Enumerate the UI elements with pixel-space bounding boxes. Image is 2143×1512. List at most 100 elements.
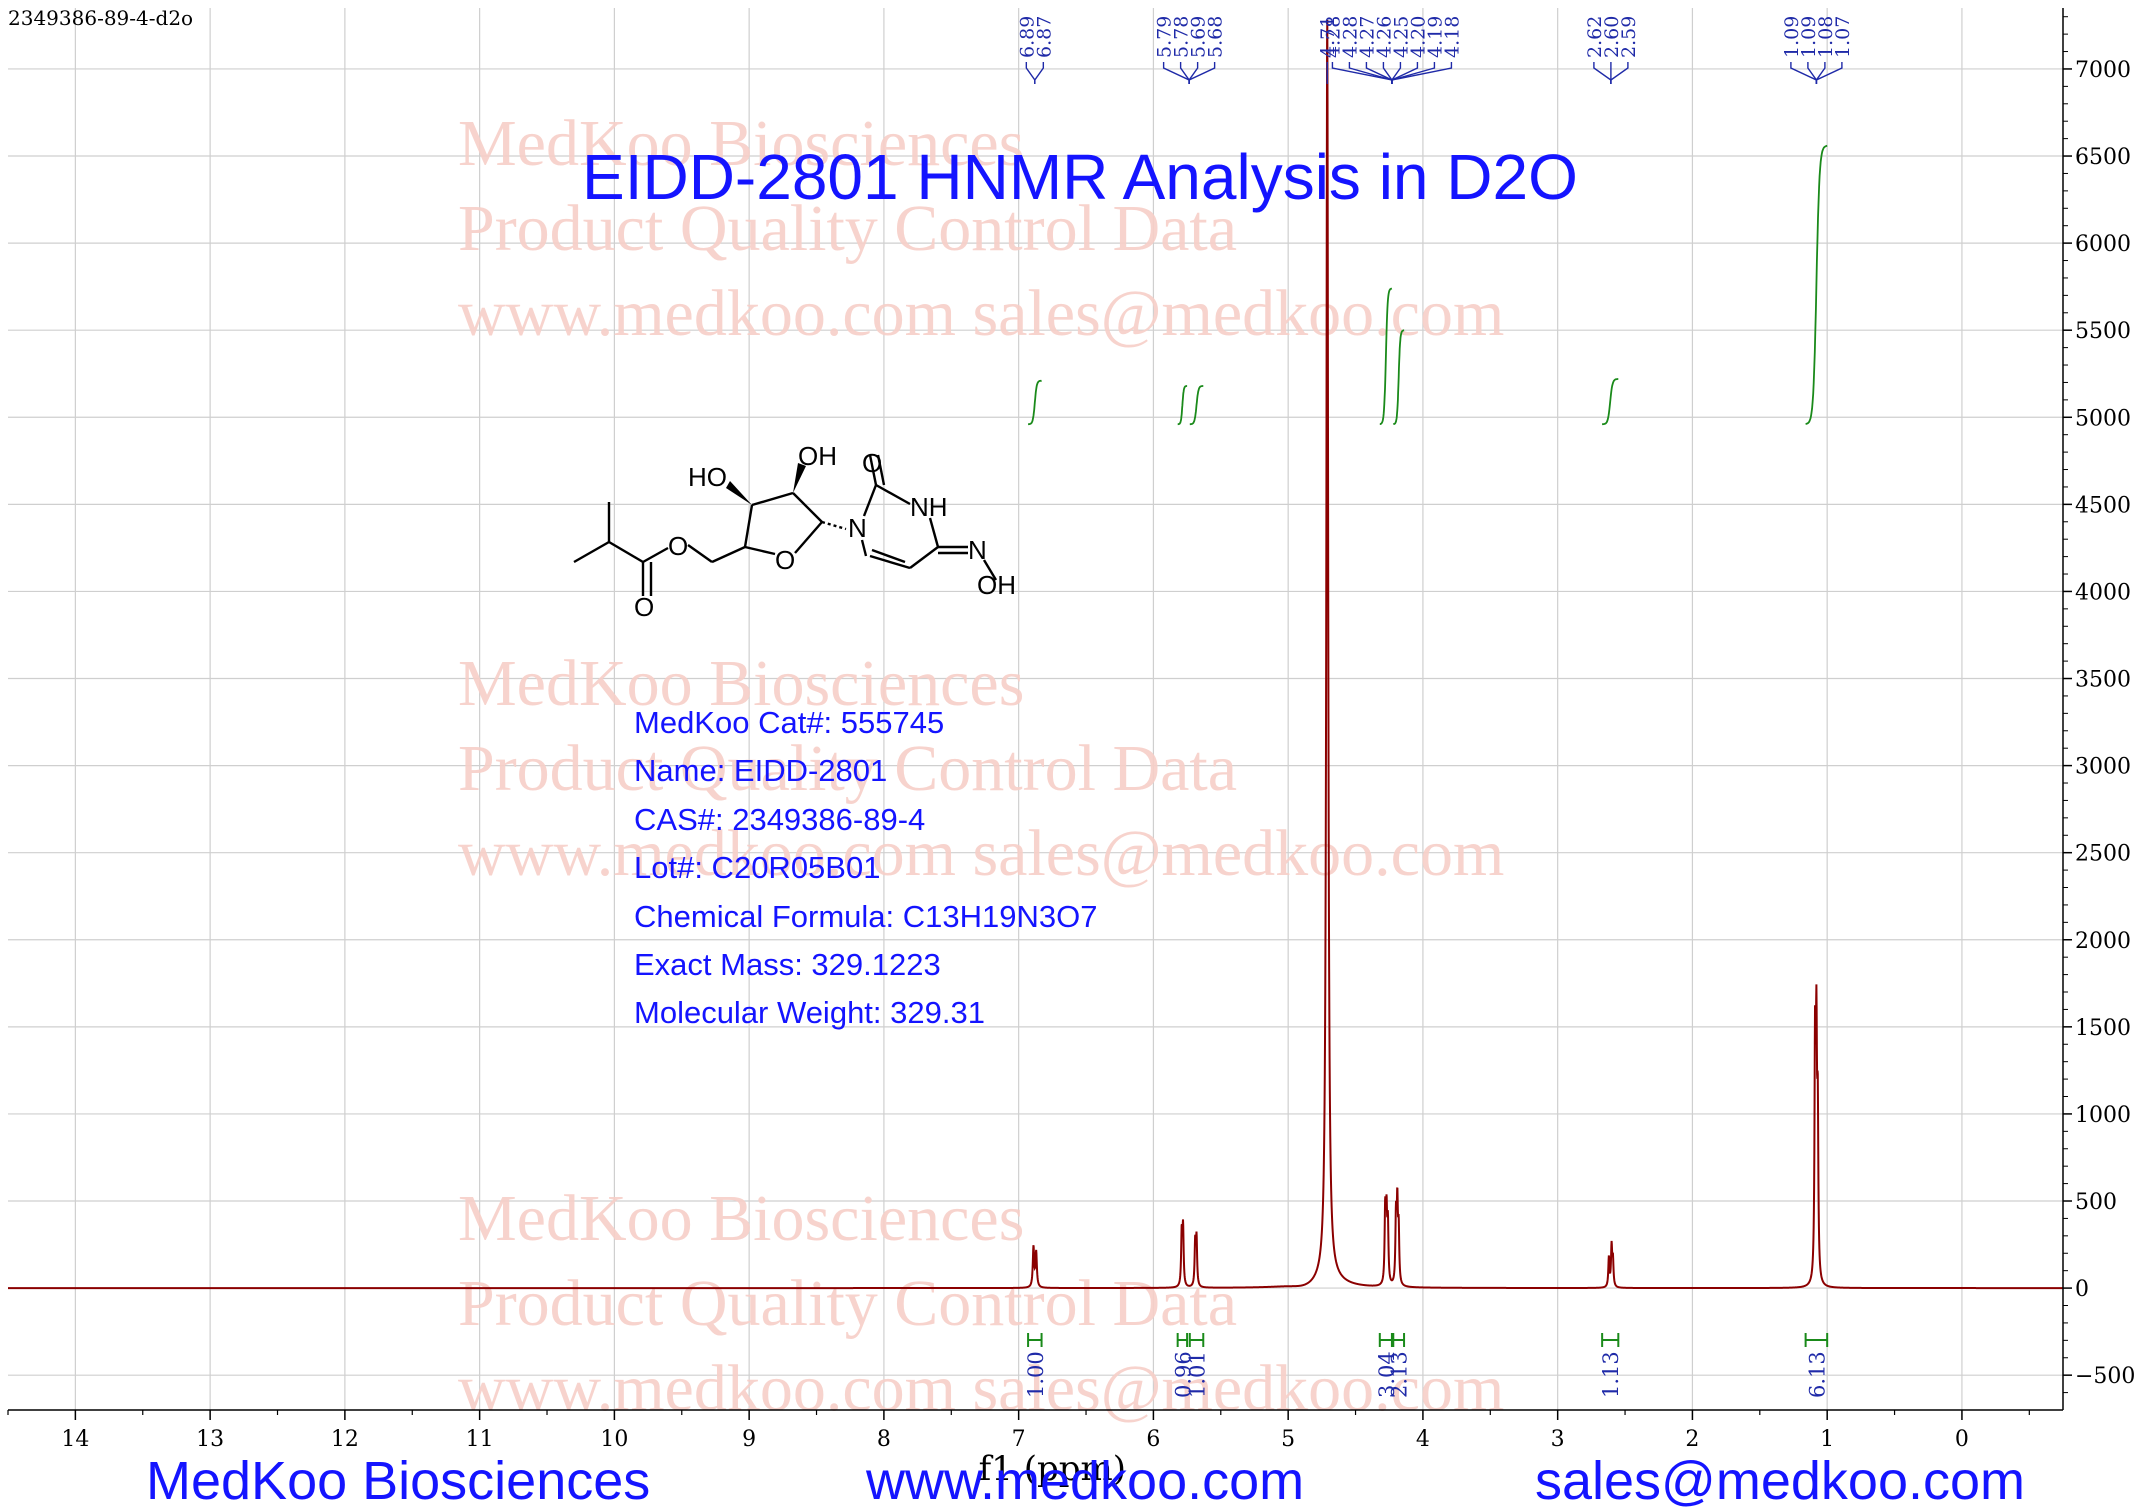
- integral-value-label: 6.13: [1805, 1351, 1829, 1398]
- peak-label: 4.28: [1322, 16, 1344, 58]
- y-tick-label: 7000: [2075, 58, 2131, 83]
- info-cas: CAS#: 2349386-89-4: [634, 802, 926, 837]
- peak-label: 1.09: [1781, 16, 1803, 58]
- peak-label: 5.68: [1205, 16, 1227, 58]
- peak-label: 4.27: [1356, 16, 1378, 58]
- y-tick-label: 1500: [2075, 1016, 2131, 1041]
- y-tick-label: −500: [2075, 1364, 2135, 1389]
- peak-label: 4.18: [1441, 16, 1463, 58]
- y-tick-label: 2500: [2075, 842, 2131, 867]
- integral-curve: [1805, 144, 1828, 425]
- peak-label-leader: [1807, 62, 1818, 84]
- peak-label: 2.60: [1601, 16, 1623, 58]
- x-tick-label: 13: [196, 1427, 224, 1452]
- x-tick-label: 14: [61, 1427, 89, 1452]
- info-exact-mass: Exact Mass: 329.1223: [634, 947, 941, 982]
- peak-label-leader: [1382, 62, 1393, 84]
- atom-o-carbonyl-ring: O: [862, 448, 883, 478]
- watermark-text: www.medkoo.com sales@medkoo.com: [458, 817, 1504, 890]
- peak-label: 6.89: [1016, 16, 1038, 58]
- atom-o-carbonyl: O: [634, 592, 655, 622]
- atom-n-oxime: N: [968, 535, 987, 565]
- peak-label: 1.09: [1798, 16, 1820, 58]
- peak-label: 4.19: [1424, 16, 1446, 58]
- peak-label: 5.78: [1171, 16, 1193, 58]
- spectrum-line: [8, 19, 2063, 1290]
- watermark-text: www.medkoo.com sales@medkoo.com: [458, 1352, 1504, 1425]
- info-formula: Chemical Formula: C13H19N3O7: [634, 899, 1098, 934]
- x-axis-label: f1 (ppm): [979, 1449, 1126, 1489]
- peak-label: 4.28: [1339, 16, 1361, 58]
- atom-o-ring: O: [775, 545, 796, 575]
- watermark-text: Product Quality Control Data: [458, 732, 1237, 805]
- peak-label-leader: [1391, 62, 1419, 84]
- integral-curve: [1392, 329, 1405, 426]
- x-tick-label: 9: [742, 1427, 756, 1452]
- file-label: 2349386-89-4-d2o: [8, 6, 194, 30]
- atom-oh-oxime: OH: [977, 570, 1016, 600]
- peak-label-leader: [1188, 62, 1199, 84]
- integral-curve: [1189, 385, 1204, 426]
- y-tick-label: 6000: [2075, 232, 2131, 257]
- y-tick-label: 5000: [2075, 406, 2131, 431]
- x-tick-label: 11: [466, 1427, 494, 1452]
- peak-label-leader: [1815, 62, 1843, 84]
- peak-label-leader: [1391, 62, 1402, 84]
- x-tick-label: 4: [1416, 1427, 1430, 1452]
- y-tick-label: 6500: [2075, 145, 2131, 170]
- info-mw: Molecular Weight: 329.31: [634, 995, 985, 1030]
- peak-label: 4.71: [1317, 16, 1339, 58]
- watermark-text: Product Quality Control Data: [458, 192, 1237, 265]
- atom-nh: NH: [910, 492, 948, 522]
- x-tick-label: 1: [1820, 1427, 1834, 1452]
- watermark-text: MedKoo Biosciences: [458, 647, 1024, 720]
- integral-curve: [1177, 385, 1188, 426]
- y-tick-label: 4500: [2075, 493, 2131, 518]
- integral-value-label: 1.13: [1599, 1351, 1623, 1398]
- integral-value-label: 2.13: [1388, 1351, 1412, 1398]
- y-tick-label: 3500: [2075, 668, 2131, 693]
- y-tick-label: 0: [2075, 1277, 2089, 1302]
- info-cat: MedKoo Cat#: 555745: [634, 705, 945, 740]
- y-tick-label: 500: [2075, 1190, 2117, 1215]
- footer-website: www.medkoo.com: [866, 1451, 1305, 1511]
- peak-label: 1.07: [1832, 16, 1854, 58]
- atom-oh-top: OH: [798, 441, 837, 471]
- peak-label-leader: [1391, 62, 1453, 84]
- peak-label-leader: [1179, 62, 1190, 84]
- peak-label: 6.87: [1033, 16, 1055, 58]
- x-tick-label: 6: [1146, 1427, 1160, 1452]
- peak-label-leader: [1034, 62, 1045, 84]
- peak-label-leader: [1188, 62, 1216, 84]
- peak-label: 1.08: [1815, 16, 1837, 58]
- peak-label-leader: [1790, 62, 1818, 84]
- atom-o-ester: O: [668, 531, 689, 561]
- info-name: Name: EIDD-2801: [634, 753, 888, 788]
- integral-curve: [1028, 379, 1042, 426]
- peak-label-leader: [1162, 62, 1190, 84]
- peak-label-leader: [1815, 62, 1826, 84]
- integral-value-label: 0.96: [1171, 1351, 1195, 1398]
- atom-n-ring: N: [848, 513, 867, 543]
- peak-label: 4.25: [1390, 16, 1412, 58]
- peak-label-leader: [1025, 62, 1036, 84]
- x-tick-label: 10: [600, 1427, 628, 1452]
- footer-email: sales@medkoo.com: [1535, 1451, 2026, 1511]
- atom-ho: HO: [688, 462, 727, 492]
- peak-label: 2.59: [1618, 16, 1640, 58]
- integral-value-label: 1.00: [1024, 1351, 1048, 1398]
- peak-label-leader: [1365, 62, 1393, 84]
- y-tick-label: 2000: [2075, 929, 2131, 954]
- x-tick-label: 2: [1685, 1427, 1699, 1452]
- watermark-text: www.medkoo.com sales@medkoo.com: [458, 277, 1504, 350]
- x-tick-label: 8: [877, 1427, 891, 1452]
- peak-label: 5.69: [1188, 16, 1210, 58]
- watermark-text: Product Quality Control Data: [458, 1267, 1237, 1340]
- peak-label: 4.20: [1407, 16, 1429, 58]
- x-tick-label: 3: [1551, 1427, 1565, 1452]
- watermark-text: MedKoo Biosciences: [458, 107, 1024, 180]
- x-tick-label: 5: [1281, 1427, 1295, 1452]
